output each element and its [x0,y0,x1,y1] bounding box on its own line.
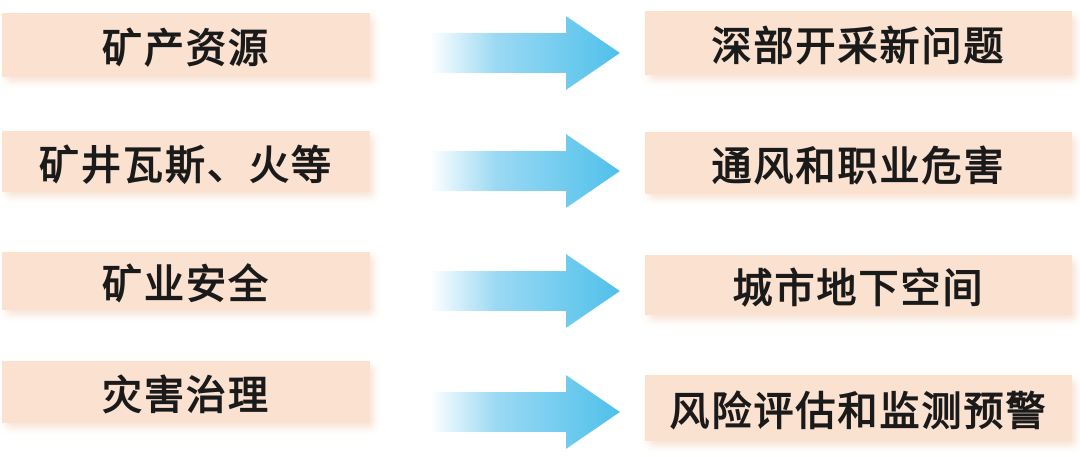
arrow-right-icon [430,134,620,208]
arrow-right-icon [430,254,620,328]
target-box-2: 通风和职业危害 [645,132,1072,194]
mapping-row-3: 矿业安全 城市地下空间 [0,252,1080,328]
mapping-row-4: 灾害治理 风险评估和监测预警 [0,361,1080,449]
mapping-row-1: 矿产资源 深部开采新问题 [0,11,1080,90]
target-box-3: 城市地下空间 [645,255,1072,315]
source-box-2: 矿井瓦斯、火等 [2,131,370,192]
arrow-right-icon [430,16,620,90]
arrow-right-icon [430,375,620,449]
source-box-1: 矿产资源 [2,13,370,77]
source-box-3: 矿业安全 [2,252,370,310]
source-box-4: 灾害治理 [2,361,370,423]
target-box-1: 深部开采新问题 [645,11,1072,75]
target-box-4: 风险评估和监测预警 [645,375,1072,441]
mapping-row-2: 矿井瓦斯、火等 通风和职业危害 [0,131,1080,208]
